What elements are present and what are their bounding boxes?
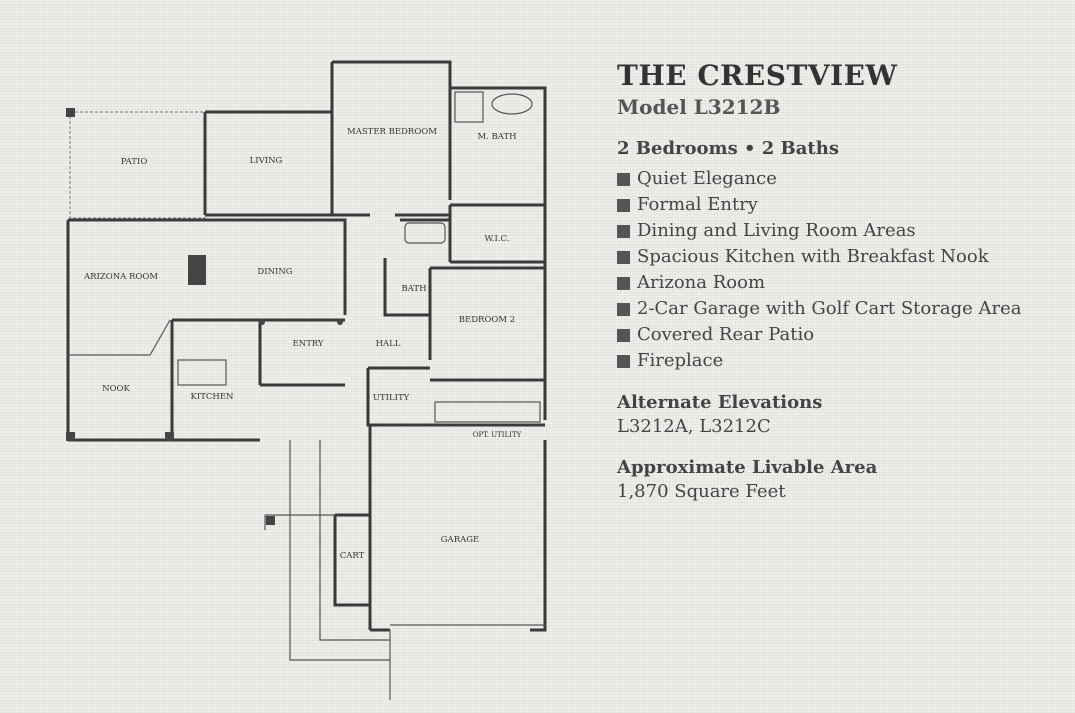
room-label-patio: PATIO <box>121 157 148 167</box>
square-bullet-icon <box>617 250 630 264</box>
feature-item: Covered Rear Patio <box>617 322 1021 348</box>
square-bullet-icon <box>617 328 630 342</box>
square-bullet-icon <box>617 172 630 186</box>
tub <box>491 93 533 115</box>
feature-text: 2-Car Garage with Golf Cart Storage Area <box>637 298 1022 319</box>
model-number: Model L3212B <box>617 95 781 119</box>
square-bullet-icon <box>617 354 630 368</box>
opt-utility-counter <box>434 401 541 423</box>
model-info: THE CRESTVIEW Model L3212B 2 Bedrooms • … <box>617 58 1021 504</box>
master-bath-walls <box>450 86 547 420</box>
living-walls <box>203 110 332 217</box>
shower <box>454 91 484 123</box>
cart-walls <box>333 513 370 607</box>
bath-walls <box>383 218 452 360</box>
square-bullet-icon <box>617 302 630 316</box>
rooms-summary: 2 Bedrooms • 2 Baths <box>617 138 839 159</box>
room-label-dining: DINING <box>257 267 292 277</box>
column <box>337 319 343 325</box>
feature-text: Covered Rear Patio <box>637 324 815 345</box>
room-label-master-bedroom: MASTER BEDROOM <box>347 127 437 137</box>
room-label-bath: BATH <box>401 284 426 294</box>
livable-area-value: 1,870 Square Feet <box>617 481 786 502</box>
feature-item: Formal Entry <box>617 192 1021 218</box>
fireplace-icon <box>188 255 206 285</box>
master-bedroom-walls <box>330 60 452 217</box>
room-label-opt-utility: OPT. UTILITY <box>473 431 522 439</box>
feature-item: 2-Car Garage with Golf Cart Storage Area <box>617 296 1021 322</box>
column <box>259 319 265 325</box>
square-bullet-icon <box>617 224 630 238</box>
room-label-hall: HALL <box>376 339 401 349</box>
feature-item: Dining and Living Room Areas <box>617 218 1021 244</box>
patio-post <box>66 108 75 117</box>
bathtub <box>404 222 446 244</box>
cooktop-icon <box>177 359 227 386</box>
model-title: THE CRESTVIEW <box>617 59 898 92</box>
room-label-bedroom-2: BEDROOM 2 <box>459 315 515 325</box>
room-label-arizona-room: ARIZONA ROOM <box>83 272 158 282</box>
square-bullet-icon <box>617 276 630 290</box>
room-label-entry: ENTRY <box>292 339 323 349</box>
feature-list: Quiet Elegance Formal Entry Dining and L… <box>617 166 1021 374</box>
porch-post <box>266 516 275 525</box>
arizona-dining-walls <box>66 218 347 440</box>
square-bullet-icon <box>617 198 630 212</box>
alternate-elevations-value: L3212A, L3212C <box>617 416 771 437</box>
arizona-nook-divider <box>68 319 171 356</box>
feature-text: Dining and Living Room Areas <box>637 220 916 241</box>
nook-post <box>66 432 75 441</box>
feature-text: Spacious Kitchen with Breakfast Nook <box>637 246 989 267</box>
livable-area-heading: Approximate Livable Area <box>617 457 878 478</box>
bedroom2-walls <box>430 266 545 382</box>
room-label-cart: CART <box>340 551 365 561</box>
room-label-garage: GARAGE <box>441 535 479 545</box>
garage-walls <box>368 423 547 632</box>
feature-item: Quiet Elegance <box>617 166 1021 192</box>
feature-text: Quiet Elegance <box>637 168 777 189</box>
nook-post <box>165 432 174 441</box>
feature-text: Formal Entry <box>637 194 758 215</box>
room-label-wic: W.I.C. <box>485 234 510 244</box>
kitchen-entry-walls <box>170 318 345 442</box>
feature-item: Spacious Kitchen with Breakfast Nook <box>617 244 1021 270</box>
room-label-master-bath: M. BATH <box>477 132 516 142</box>
feature-text: Arizona Room <box>637 272 766 293</box>
front-walk <box>264 440 390 661</box>
room-label-utility: UTILITY <box>373 393 410 403</box>
room-label-living: LIVING <box>250 156 283 166</box>
room-label-kitchen: KITCHEN <box>191 392 234 402</box>
feature-item: Arizona Room <box>617 270 1021 296</box>
garage-door <box>389 624 545 700</box>
alternate-elevations-heading: Alternate Elevations <box>617 392 823 413</box>
utility-walls <box>366 366 430 427</box>
feature-text: Fireplace <box>637 350 724 371</box>
feature-item: Fireplace <box>617 348 1021 374</box>
room-label-nook: NOOK <box>102 384 130 394</box>
